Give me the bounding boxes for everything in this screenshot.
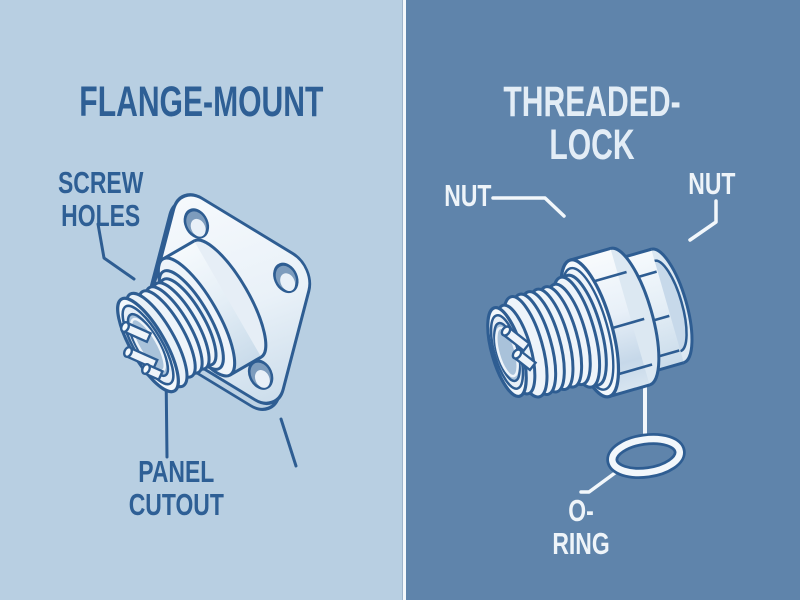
screw-holes-leader-line	[96, 222, 136, 281]
panel-title-text: FLANGE-MOUNT	[78, 77, 324, 126]
panel-divider	[402, 0, 407, 600]
threaded-lock-panel: THREADED-LOCK NUT NUT O-RING	[406, 0, 800, 600]
connector-barrel	[116, 238, 268, 394]
label-nut-left: NUT	[444, 178, 492, 213]
screw-hole	[183, 208, 210, 239]
label-screw-holes: SCREW HOLES	[58, 165, 144, 234]
connector-body	[486, 246, 694, 399]
nut-left-leader-line	[491, 196, 566, 218]
threaded-lock-illustration	[486, 196, 718, 494]
contact-pin	[500, 325, 532, 353]
nut-right-leader-line	[688, 199, 718, 242]
screw-hole	[273, 262, 299, 294]
o-ring	[606, 432, 686, 480]
panel-title-flange-mount: FLANGE-MOUNT	[0, 77, 402, 126]
panel-title-threaded-lock: THREADED-LOCK	[406, 77, 778, 169]
screw-hole	[247, 359, 274, 390]
label-o-ring: O-RING	[552, 493, 610, 562]
o-ring-leader-line	[579, 468, 621, 494]
flange-mount-panel: FLANGE-MOUNT SCREW HOLES PANEL CUTOUT	[0, 0, 402, 600]
flange-mount-illustration	[96, 193, 312, 468]
contact-pin	[123, 346, 159, 370]
contact-pin	[141, 363, 165, 382]
contact-pin	[511, 348, 538, 372]
panel-title-text: THREADED-LOCK	[503, 77, 681, 169]
label-panel-cutout: PANEL CUTOUT	[128, 454, 224, 523]
label-nut-right: NUT	[688, 166, 736, 201]
contact-pin	[120, 321, 153, 344]
